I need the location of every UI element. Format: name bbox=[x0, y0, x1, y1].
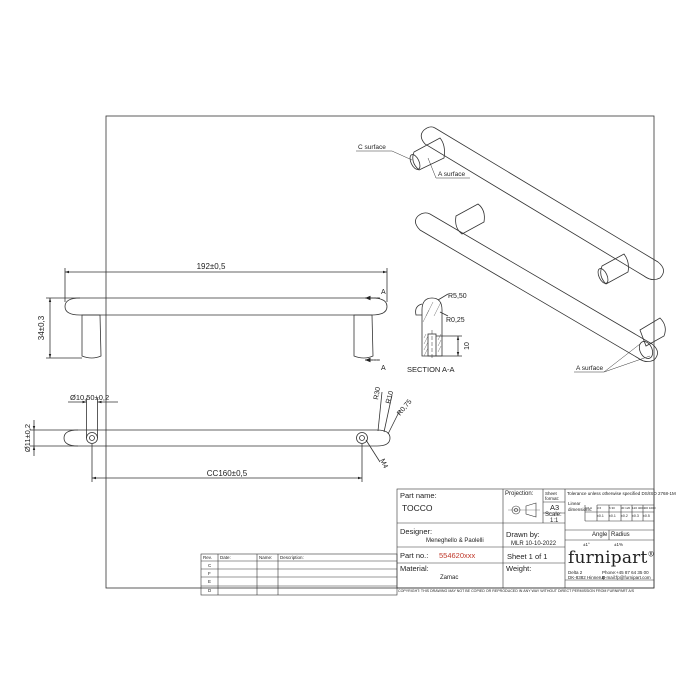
isometric-leaders bbox=[356, 150, 651, 373]
email-label: E-mail: bbox=[602, 575, 617, 580]
isometric-view-bottom bbox=[415, 203, 666, 362]
tol-range: 3 6 bbox=[597, 506, 602, 510]
phone-label: Phone: bbox=[602, 570, 617, 575]
projection-label: Projection: bbox=[505, 491, 534, 497]
sheet-format-value: A3 bbox=[550, 503, 560, 512]
dim-r025: R0,25 bbox=[446, 317, 465, 324]
tol-value: ±0.1 bbox=[609, 514, 616, 518]
registered-mark: ® bbox=[647, 550, 655, 559]
material-value: Zamac bbox=[440, 575, 459, 581]
part-name-value: TOCCO bbox=[402, 503, 433, 513]
drawing-frame bbox=[105, 115, 655, 589]
dim-depth: 10 bbox=[464, 342, 471, 350]
tol-value: ±0.1 bbox=[597, 514, 604, 518]
dim-r30: R30 bbox=[373, 386, 382, 400]
drawn-by-value: MLR 10-10-2022 bbox=[511, 541, 557, 547]
scale-value: 1:1 bbox=[550, 518, 559, 524]
company-name: furnipart bbox=[568, 548, 648, 568]
angle-label: Angle bbox=[592, 532, 608, 538]
designer-label: Designer: bbox=[400, 527, 433, 536]
address-line-2: DK-8382 Hinnerup bbox=[568, 575, 606, 580]
rev-header-rev: Rev. bbox=[203, 555, 212, 560]
dim-length: 192±0,5 bbox=[197, 262, 226, 271]
drawn-by-label: Drawn by: bbox=[506, 530, 540, 539]
tol-range: 400 1000 bbox=[643, 506, 656, 510]
title-block-grid bbox=[200, 488, 655, 596]
tol-range: 120 400 bbox=[632, 506, 643, 510]
tol-range: 6 30 bbox=[609, 506, 615, 510]
material-label: Material: bbox=[400, 564, 429, 573]
dim-thread: M4 bbox=[378, 458, 388, 470]
rev-header-description: Description: bbox=[280, 555, 304, 560]
designer-value: Meneghello & Paolelli bbox=[426, 538, 484, 544]
sheet-count: Sheet 1 of 1 bbox=[507, 552, 548, 561]
label-a-surface-1: A surface bbox=[438, 171, 465, 178]
scale-label: Scale: bbox=[545, 512, 562, 518]
weight-label: Weight: bbox=[506, 564, 532, 573]
label-c-surface: C surface bbox=[358, 144, 386, 151]
part-no-label: Part no.: bbox=[400, 551, 429, 560]
part-name-label: Part name: bbox=[400, 491, 437, 500]
angle-value: ±1° bbox=[583, 542, 590, 547]
part-no-value: 554620xxx bbox=[439, 551, 476, 560]
dim-diameter-side: Ø11±0,2 bbox=[23, 424, 32, 452]
tol-range: 30 120 bbox=[621, 506, 631, 510]
linear-dimensions-label: Linear dimensions: bbox=[568, 501, 593, 512]
phone-value: +45 87 64 35 00 bbox=[616, 570, 649, 575]
top-view bbox=[30, 391, 401, 482]
rev-header-date: Date: bbox=[220, 555, 231, 560]
copyright-note: COPYRIGHT: THIS DRAWING MAY NOT BE COPIE… bbox=[398, 589, 635, 593]
dim-r10: R10 bbox=[385, 390, 395, 404]
front-view bbox=[46, 268, 388, 363]
section-view bbox=[415, 293, 462, 360]
dim-height: 34±0,3 bbox=[37, 315, 46, 340]
section-marker-top: A bbox=[381, 289, 386, 296]
rev-row-label: E bbox=[208, 579, 212, 584]
dim-r550: R5,50 bbox=[448, 293, 467, 300]
isometric-view-top bbox=[409, 126, 664, 285]
section-label: SECTION A-A bbox=[407, 365, 455, 374]
dim-diameter-top: Ø10,50±0,2 bbox=[70, 393, 109, 402]
tol-range: 0.5 3 bbox=[585, 506, 592, 510]
sheet-format-label: Sheet format: bbox=[545, 491, 560, 501]
rev-row-label: D bbox=[208, 588, 212, 593]
dim-r075: R0,75 bbox=[396, 398, 413, 417]
rev-row-label: F bbox=[208, 571, 211, 576]
rev-header-name: Name: bbox=[259, 555, 273, 560]
tol-value: ±0.2 bbox=[621, 514, 628, 518]
email-value: fp@furnipart.com bbox=[616, 575, 651, 580]
radius-value: ±1% bbox=[614, 542, 623, 547]
address-line-1: Delta 2 bbox=[568, 570, 583, 575]
section-marker-bottom: A bbox=[381, 365, 386, 372]
rev-row-label: C bbox=[208, 563, 212, 568]
tolerance-note: Tolerance unless otherwise specified DS/… bbox=[567, 491, 676, 496]
dim-center-distance: CC160±0,5 bbox=[207, 469, 248, 478]
tol-value: ±0.5 bbox=[643, 514, 650, 518]
tolerance-ranges: 0.5 3 3 6 6 30 30 120 120 400 400 1000 bbox=[585, 506, 656, 512]
label-a-surface-2: A surface bbox=[576, 365, 603, 372]
tol-value: ±0.3 bbox=[632, 514, 639, 518]
tolerance-values: ±0.1 ±0.1 ±0.2 ±0.3 ±0.5 bbox=[597, 514, 654, 520]
radius-label: Radius bbox=[611, 532, 630, 538]
company-logo: furnipart® bbox=[568, 548, 655, 568]
